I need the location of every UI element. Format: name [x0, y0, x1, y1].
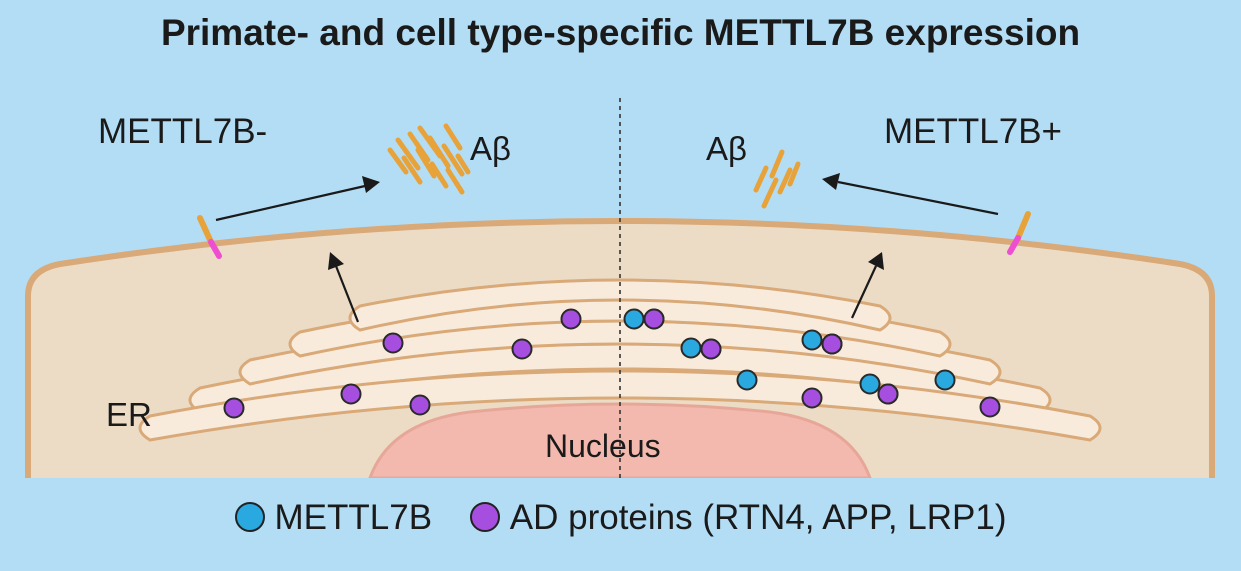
ad-protein-dot [340, 383, 362, 405]
arrows [215, 173, 999, 323]
ad-protein-dot [223, 397, 245, 419]
abeta-cluster-right [753, 149, 801, 209]
label-abeta-right: Aβ [706, 130, 747, 167]
legend: METTL7B AD proteins (RTN4, APP, LRP1) [0, 498, 1241, 538]
label-abeta-left: Aβ [470, 130, 511, 167]
abeta-cluster-left [387, 123, 471, 195]
legend-mettl7b-dot [234, 501, 265, 532]
mettl7b-dots [623, 308, 956, 395]
ad-protein-dot [700, 338, 722, 360]
ad-protein-dots-front [643, 308, 899, 405]
ad-protein-dot [821, 333, 843, 355]
legend-item-mettl7b: METTL7B [234, 498, 433, 538]
label-er: ER [106, 396, 152, 433]
ad-protein-dot [382, 332, 404, 354]
label-mettl7b-negative: METTL7B- [98, 112, 268, 151]
diagram-title: Primate- and cell type-specific METTL7B … [160, 12, 1081, 53]
mettl7b-dot [736, 369, 758, 391]
mettl7b-dot [680, 337, 702, 359]
legend-mettl7b-label: METTL7B [274, 498, 433, 537]
arrow-secretion-right [822, 173, 999, 216]
label-nucleus: Nucleus [545, 428, 661, 464]
arrow-up-right [851, 252, 884, 319]
ad-protein-dot [409, 394, 431, 416]
label-mettl7b-positive: METTL7B+ [884, 112, 1062, 151]
ad-protein-dot [877, 383, 899, 405]
ad-protein-dot [801, 387, 823, 409]
mettl7b-dot [801, 329, 823, 351]
membrane-app-right [1007, 211, 1031, 255]
legend-ad-proteins-label: AD proteins (RTN4, APP, LRP1) [509, 498, 1007, 537]
nucleus-shape [367, 402, 873, 478]
arrow-secretion-left [215, 176, 380, 222]
legend-ad-proteins-dot [469, 501, 500, 532]
arrow-up-left [328, 252, 360, 323]
ad-protein-dot [511, 338, 533, 360]
ad-protein-dot [560, 308, 582, 330]
ad-protein-dot [979, 396, 1001, 418]
mettl7b-dot [934, 369, 956, 391]
membrane-app-left [197, 215, 222, 259]
ad-protein-dot [643, 308, 665, 330]
legend-item-ad-proteins: AD proteins (RTN4, APP, LRP1) [469, 498, 1007, 538]
mettl7b-dot [859, 373, 881, 395]
mettl7b-dot [623, 308, 645, 330]
